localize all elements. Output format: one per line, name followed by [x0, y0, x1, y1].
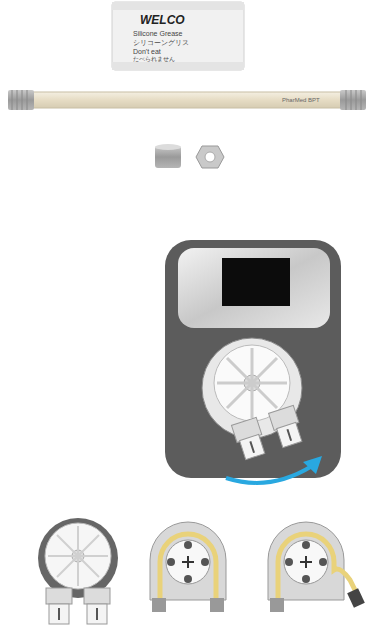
pump-body: [165, 240, 341, 478]
packet-text: たべられません: [133, 56, 175, 62]
packet-text: Don't eat: [133, 48, 161, 55]
tube-print: PharMed BPT: [282, 97, 320, 103]
pump-tube: [8, 90, 366, 110]
pump-head-step1: [38, 518, 118, 624]
packet-text: Silicone Grease: [133, 30, 182, 37]
rotate-arrow: [226, 466, 312, 483]
packet-text: シリコーングリス: [133, 39, 189, 46]
pump-head-step3: [268, 522, 365, 612]
packet-text: WELCO: [140, 14, 185, 26]
arrow-head: [303, 456, 322, 474]
pump-head-step2: [150, 522, 226, 612]
grease-packet: [112, 2, 244, 70]
fittings: [155, 144, 224, 168]
